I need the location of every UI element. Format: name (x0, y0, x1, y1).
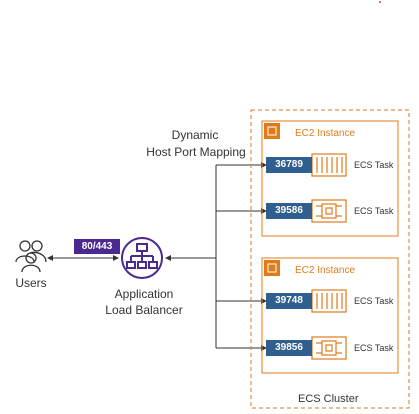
ecs-cluster-label: ECS Cluster (298, 393, 359, 405)
users-label: Users (15, 276, 47, 290)
ec2-chip-icon (264, 260, 280, 276)
ecs-task-label: ECS Task (354, 343, 394, 353)
task-chip-icon (311, 199, 347, 223)
ecs-cluster-border (250, 109, 410, 409)
marker-dot (379, 1, 381, 3)
load-balancer-icon (121, 237, 163, 279)
container-icon (311, 289, 347, 313)
task-chip-icon (311, 336, 347, 360)
alb-label-line2: Load Balancer (105, 303, 183, 317)
users-icon (15, 240, 47, 273)
mapping-label-line2: Host Port Mapping (146, 145, 246, 159)
ecs-task-label: ECS Task (354, 206, 394, 216)
ec2-instance-1-border (261, 120, 399, 237)
ecs-task-label: ECS Task (354, 296, 394, 306)
alb-port-badge: 80/443 (74, 239, 120, 254)
host-port-badge: 39856 (266, 340, 312, 356)
mapping-label-line1: Dynamic (171, 128, 219, 142)
host-port-badge: 39586 (266, 203, 312, 219)
host-port-badge: 39748 (266, 293, 312, 309)
ec2-instance-2-border (261, 257, 399, 374)
ec2-instance-title: EC2 Instance (295, 128, 356, 139)
host-port-badge: 36789 (266, 157, 312, 173)
ecs-task-label: ECS Task (354, 160, 394, 170)
alb-label-line1: Application (114, 287, 174, 301)
ec2-chip-icon (264, 123, 280, 139)
ec2-instance-title: EC2 Instance (295, 265, 356, 276)
container-icon (311, 153, 347, 177)
